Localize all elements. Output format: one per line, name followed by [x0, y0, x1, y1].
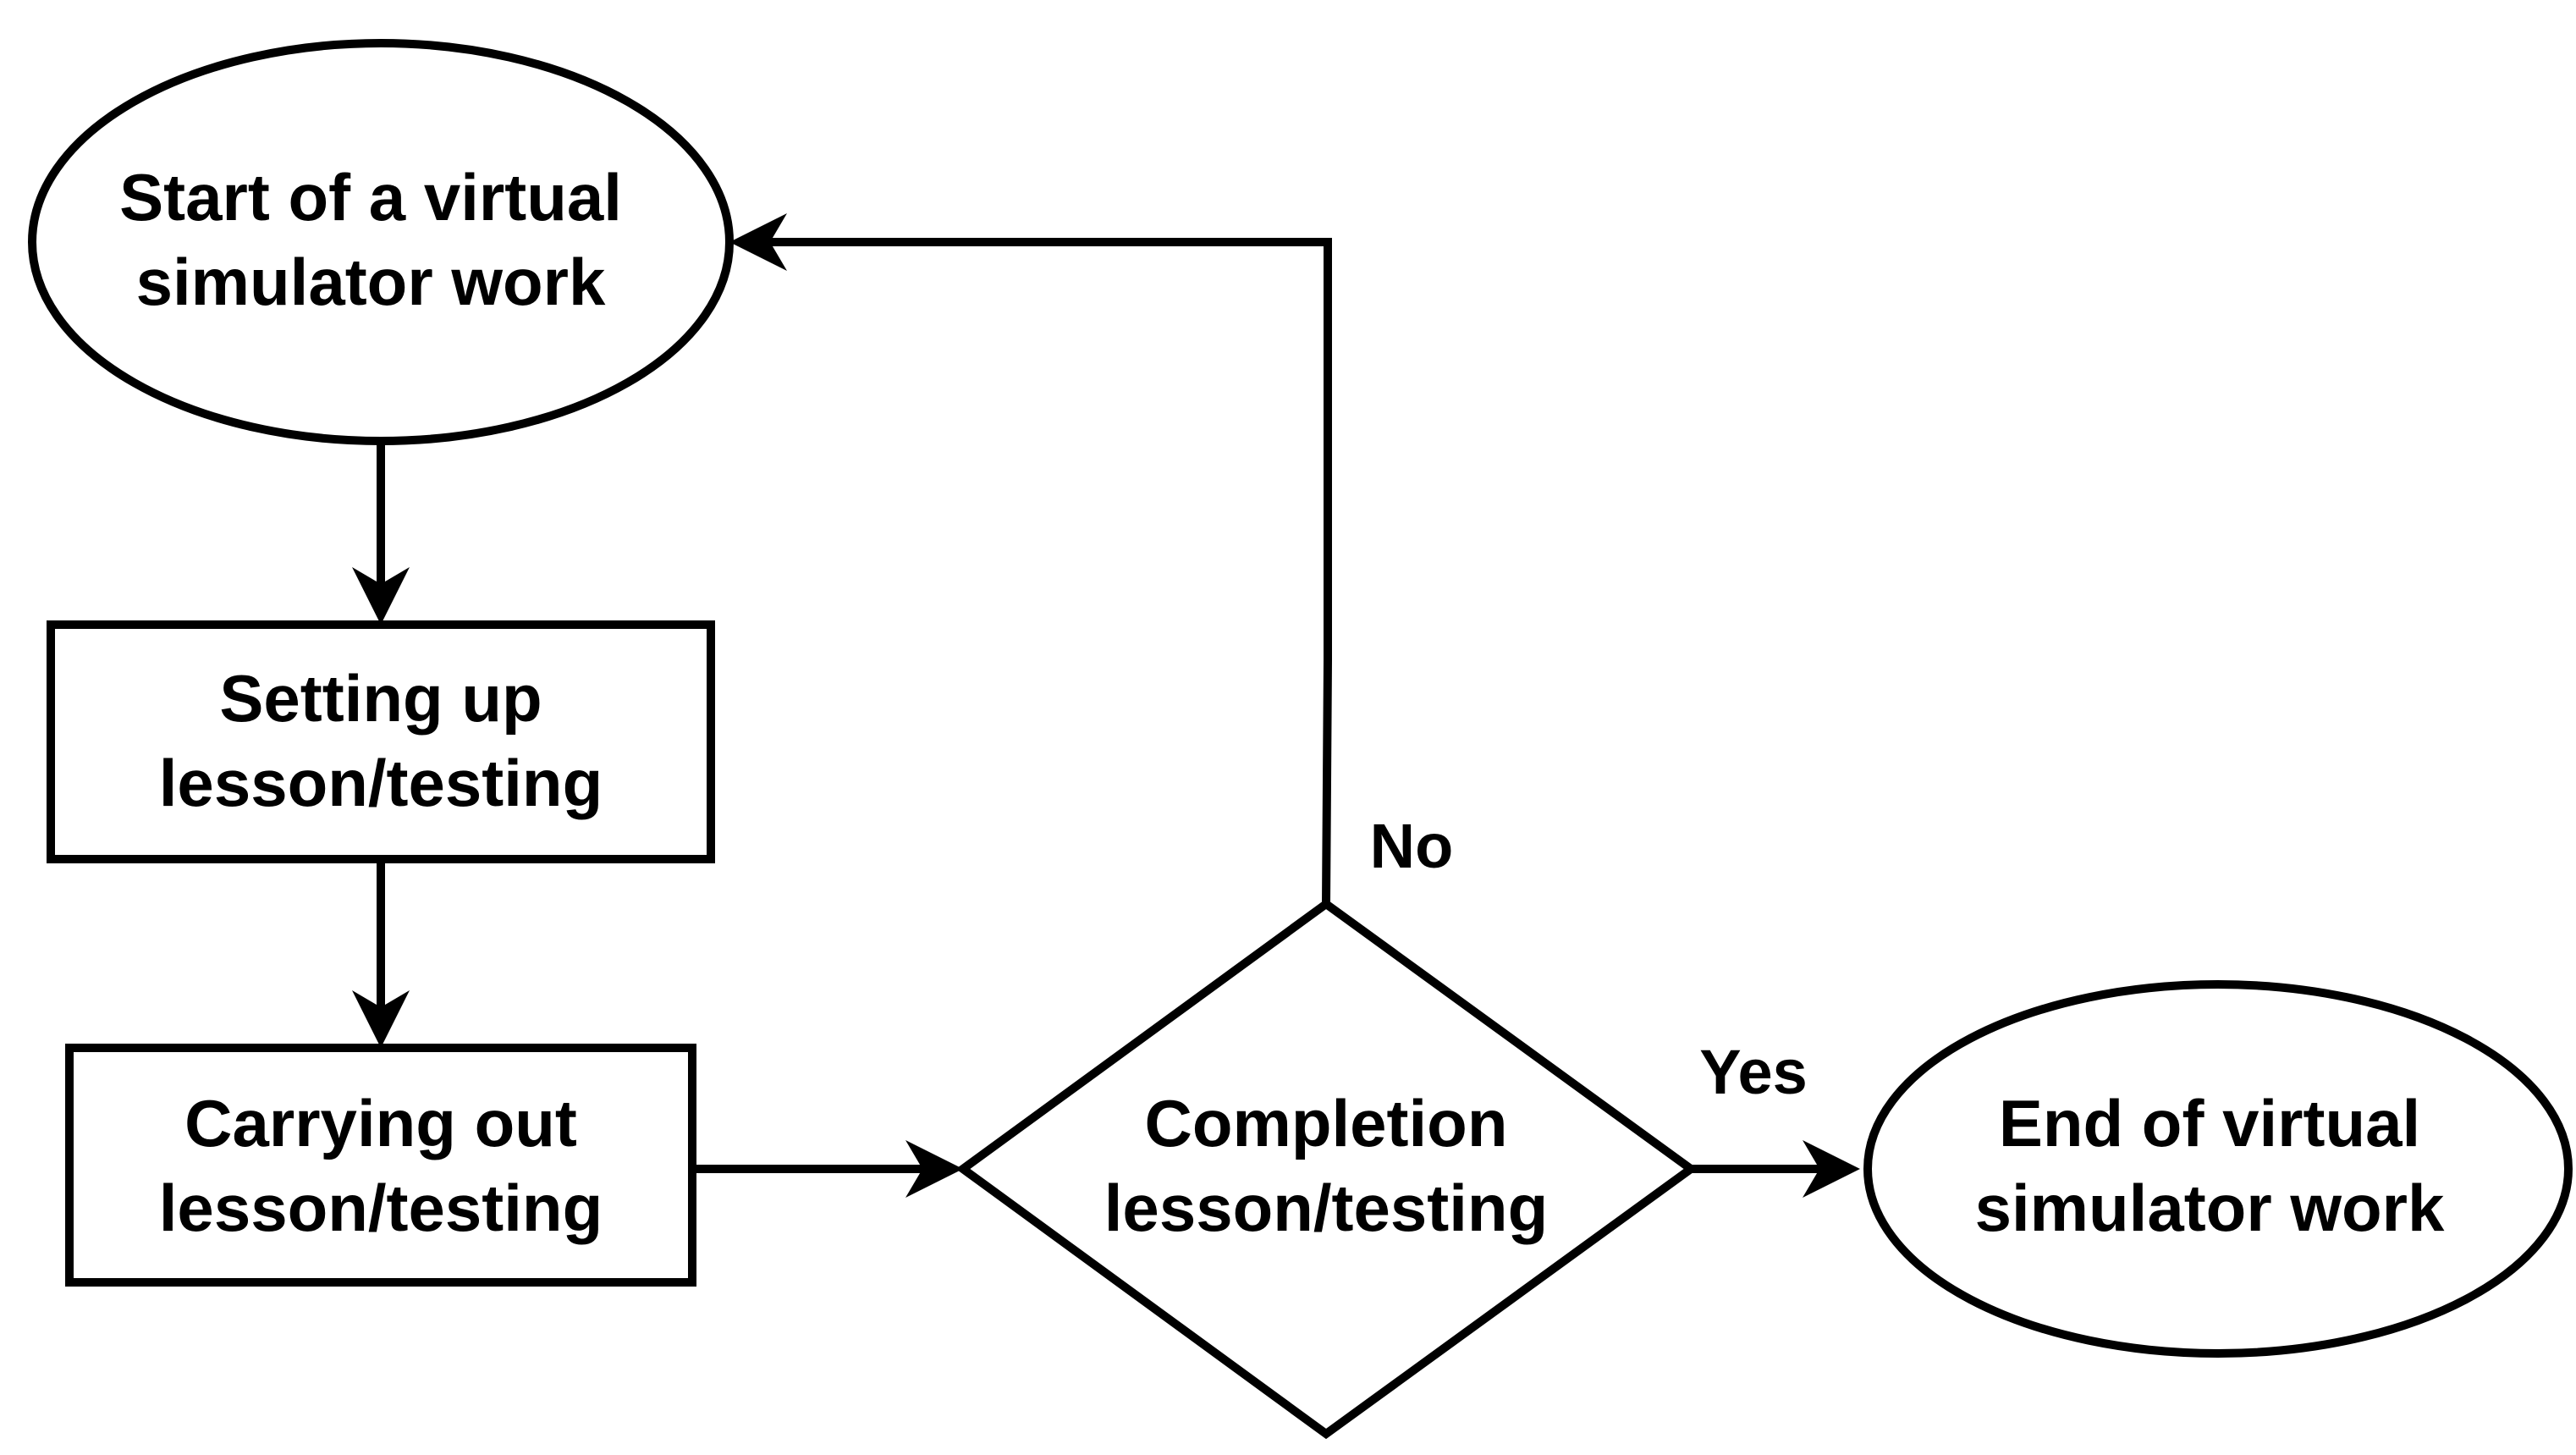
carry-node: Carrying out lesson/testing: [65, 1044, 696, 1287]
decision-node: Completion lesson/testing: [955, 898, 1698, 1440]
start-node-label-line2: simulator work: [136, 245, 606, 319]
start-node: Start of a virtual simulator work: [28, 39, 734, 445]
decision-node-label-line1: Completion: [1145, 1086, 1508, 1160]
arrowhead-setup-to-carry: [352, 990, 410, 1048]
end-node: End of virtual simulator work: [1863, 980, 2573, 1358]
start-node-label-line1: Start of a virtual: [119, 160, 622, 234]
carry-node-label-line2: lesson/testing: [159, 1171, 603, 1245]
arrow-decision-to-start: [770, 238, 1332, 905]
carry-node-label-line1: Carrying out: [184, 1086, 577, 1160]
decision-node-label-line2: lesson/testing: [1104, 1171, 1548, 1245]
arrowhead-start-to-setup: [352, 567, 410, 625]
setup-node: Setting up lesson/testing: [47, 620, 715, 863]
edge-label-yes: Yes: [1699, 1037, 1808, 1107]
edge-label-no: No: [1370, 811, 1454, 881]
arrowhead-carry-to-decision: [905, 1140, 963, 1198]
end-node-label-line1: End of virtual: [1999, 1086, 2420, 1160]
setup-node-label-line1: Setting up: [219, 661, 542, 736]
arrowhead-decision-to-end: [1803, 1140, 1860, 1198]
arrowhead-decision-to-start: [729, 213, 787, 271]
setup-node-label-line2: lesson/testing: [159, 746, 603, 820]
end-node-label-line2: simulator work: [1975, 1171, 2445, 1245]
connectors: [352, 213, 1860, 1198]
